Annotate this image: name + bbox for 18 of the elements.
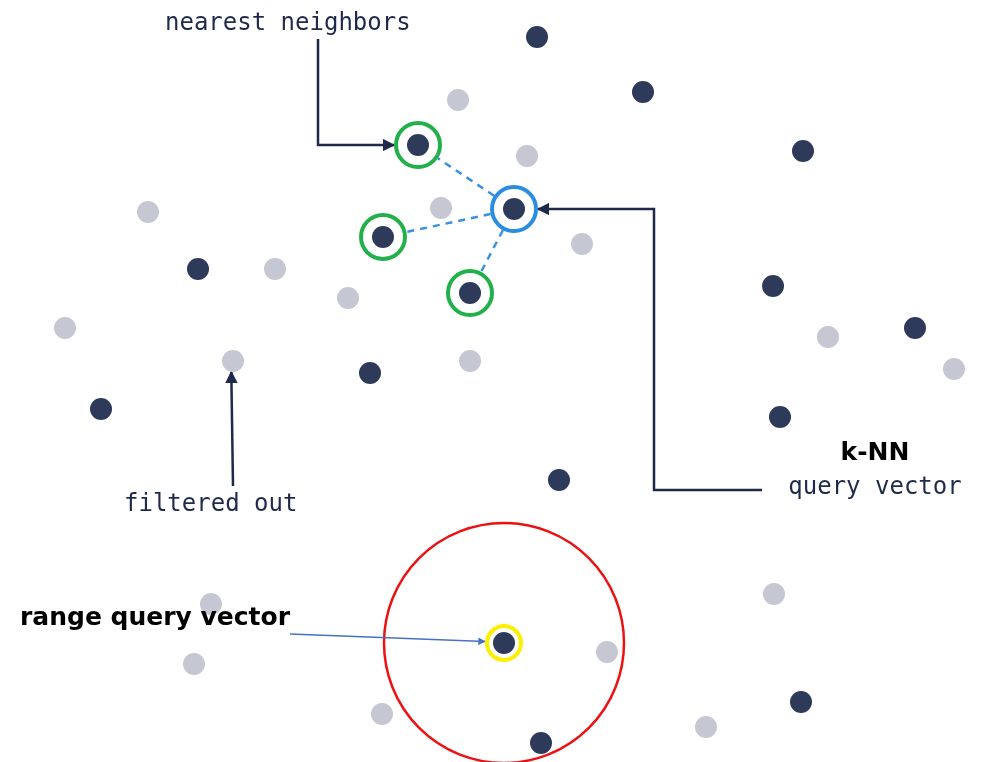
range-query-point bbox=[485, 624, 523, 662]
arrow bbox=[536, 202, 762, 492]
query-point bbox=[490, 185, 538, 233]
heading-label: k-NN bbox=[840, 437, 910, 466]
arrow bbox=[316, 39, 396, 152]
callout-label: range query vector bbox=[20, 602, 291, 631]
dashed-line bbox=[437, 157, 495, 197]
callout-label: filtered out bbox=[124, 489, 298, 517]
data-point bbox=[222, 350, 244, 372]
neighbor-point bbox=[394, 121, 442, 169]
neighbor-point bbox=[446, 269, 494, 317]
callout-label: nearest neighbors bbox=[165, 8, 411, 36]
arrow bbox=[289, 633, 486, 646]
dashed-line bbox=[406, 212, 491, 234]
callout-label: query vector bbox=[788, 472, 962, 500]
arrow bbox=[225, 370, 238, 486]
dashed-line bbox=[480, 229, 504, 273]
neighbor-point bbox=[359, 213, 407, 261]
